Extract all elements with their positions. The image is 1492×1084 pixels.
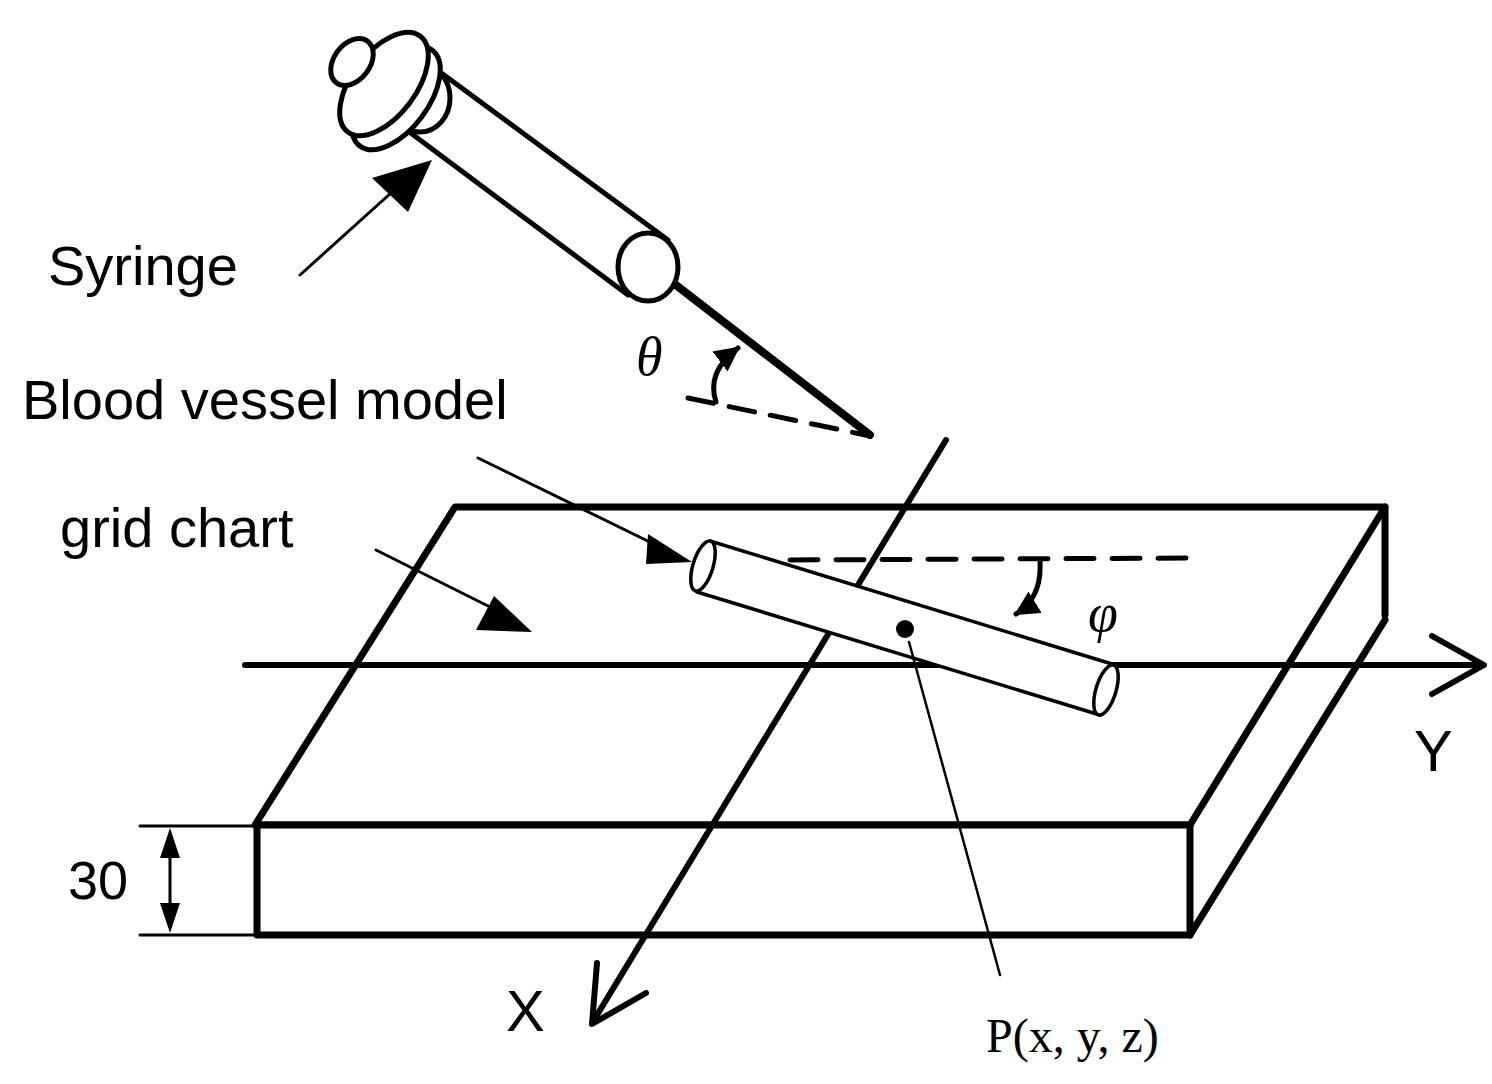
angle-label: φ xyxy=(1088,586,1118,640)
reference-line xyxy=(790,558,1190,560)
blood-vessel-model xyxy=(686,538,1123,718)
leader-arrowhead xyxy=(476,596,532,632)
point-marker xyxy=(896,620,914,638)
leader-arrowhead xyxy=(646,534,692,564)
point-label: P(x, y, z) xyxy=(986,1012,1159,1060)
part-label: Blood vessel model xyxy=(22,372,508,428)
angle-arc xyxy=(1016,562,1040,614)
x-axis xyxy=(592,440,946,1024)
leader-arrow xyxy=(478,458,660,547)
dimension-label: 30 xyxy=(68,853,128,907)
angle-label: θ xyxy=(636,330,663,384)
dimension xyxy=(140,826,255,935)
axis-label: Y xyxy=(1414,722,1453,780)
angle-arc xyxy=(714,348,738,402)
part-label: Syringe xyxy=(48,238,238,294)
axis-label: X xyxy=(506,982,545,1040)
leader-line xyxy=(909,642,1000,975)
part-label: grid chart xyxy=(60,500,293,556)
leader-arrow xyxy=(376,550,500,612)
leader-arrowhead xyxy=(372,160,432,212)
grid-chart-block xyxy=(255,507,1385,935)
